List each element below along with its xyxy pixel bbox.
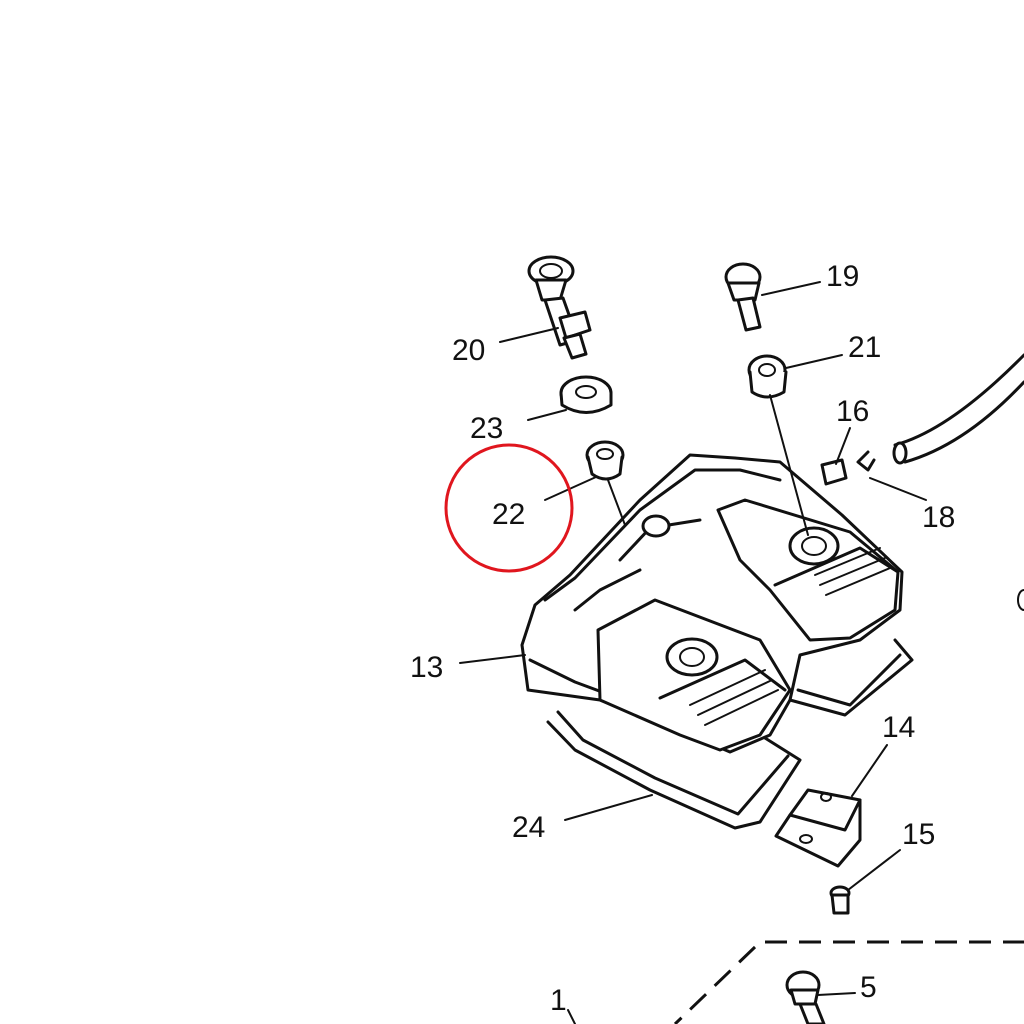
callout-20: 20	[452, 334, 485, 367]
callout-15: 15	[902, 818, 935, 851]
callout-21: 21	[848, 331, 881, 364]
leader-lines	[459, 281, 927, 1024]
callout-14: 14	[882, 711, 915, 744]
part-14-bracket	[774, 788, 862, 868]
part-23-washer	[559, 375, 613, 414]
part-22-grommet	[585, 440, 625, 481]
part-5-bolt	[785, 970, 826, 1024]
edge-part	[1017, 589, 1024, 611]
callout-1: 1	[550, 984, 567, 1017]
highlight-circle	[444, 443, 574, 573]
part-19-bolt	[724, 262, 762, 332]
part-16-fitting	[820, 458, 848, 486]
part-20-bolt	[527, 255, 592, 360]
part-21-grommet	[747, 354, 788, 399]
callout-16: 16	[836, 395, 869, 428]
part-18-clip	[856, 450, 876, 472]
part-24-gasket	[546, 638, 914, 830]
callout-19: 19	[826, 260, 859, 293]
part-15-screw	[829, 885, 851, 915]
callout-24: 24	[512, 811, 545, 844]
callout-22: 22	[492, 498, 525, 531]
callout-5: 5	[860, 971, 877, 1004]
breather-hose	[892, 353, 1024, 465]
callout-18: 18	[922, 501, 955, 534]
callout-13: 13	[410, 651, 443, 684]
callout-23: 23	[470, 412, 503, 445]
lower-assembly-outline	[673, 940, 1024, 1024]
part-13-cylinder-head-cover	[520, 453, 904, 754]
